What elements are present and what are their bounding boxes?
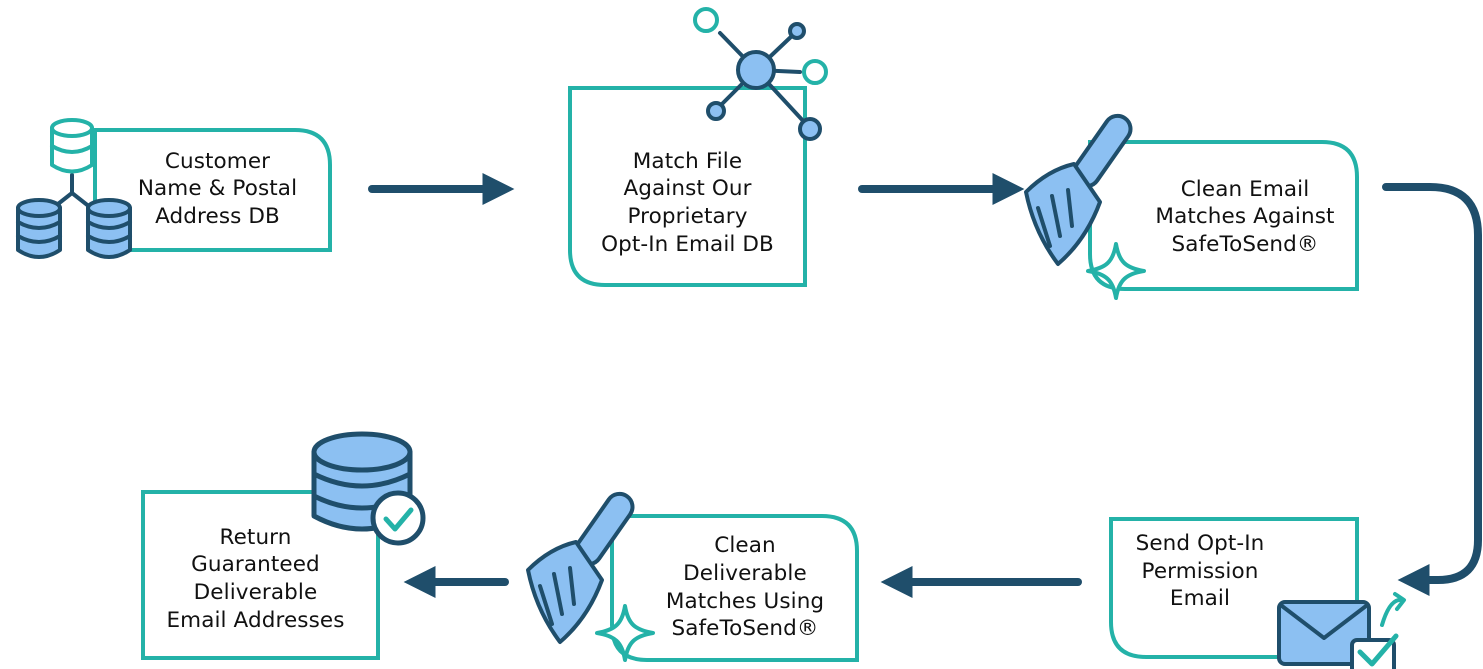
arrow-step3-to-step4 [1382, 183, 1482, 596]
step-label-return-guaranteed: Return Guaranteed Deliverable Email Addr… [166, 524, 345, 633]
broom-sparkle-icon [526, 491, 655, 662]
envelope-check-icon [1277, 592, 1406, 669]
database-network-icon [16, 118, 132, 259]
broom-sparkle-icon [1024, 113, 1146, 300]
step-label-clean-deliverable: Clean Deliverable Matches Using SafeToSe… [665, 533, 825, 642]
step-label-customer-db: Customer Name & Postal Address DB [137, 148, 298, 229]
step-label-clean-email: Clean Email Matches Against SafeToSend® [1155, 176, 1335, 257]
step-label-match-file: Match File Against Our Proprietary Opt-I… [601, 148, 774, 257]
step-box-return-guaranteed [141, 490, 380, 660]
database-check-icon [311, 431, 426, 546]
network-hub-icon [693, 7, 828, 141]
step-box-match-file [568, 86, 807, 287]
step-label-send-optin: Send Opt-In Permission Email [1135, 531, 1265, 612]
